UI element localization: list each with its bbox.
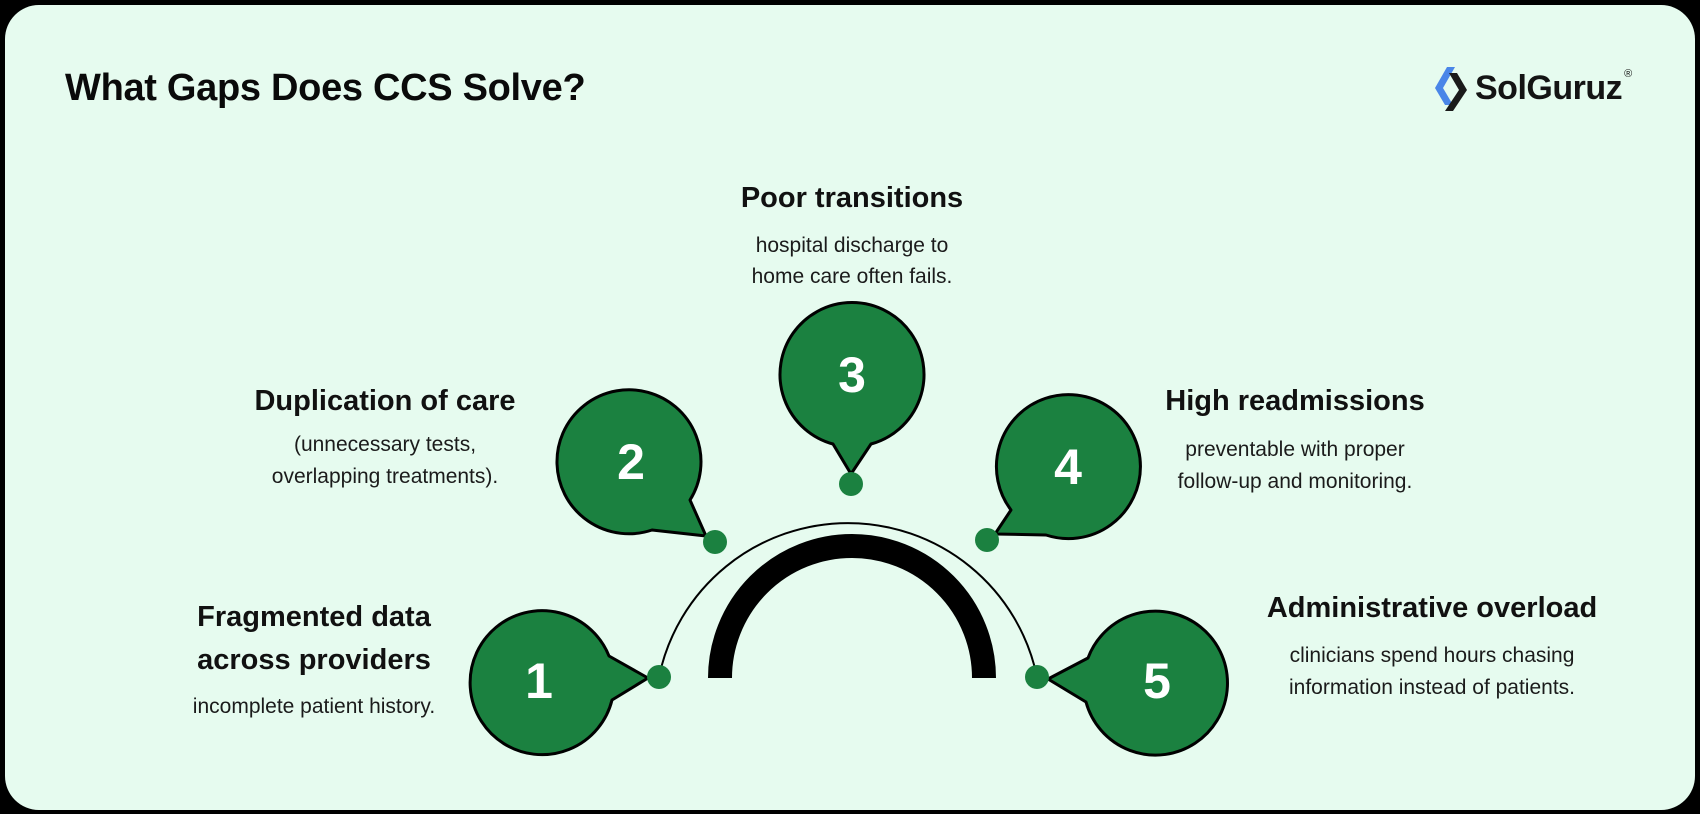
item-5-title: Administrative overload (1266, 592, 1598, 624)
connector-dot-2 (703, 530, 727, 554)
bubble-4: 4 (993, 393, 1142, 541)
item-3-desc-line-1: hospital discharge to (755, 234, 949, 257)
solguruz-logo: SolGuruz ® (1433, 63, 1632, 113)
item-2-desc-line-2: overlapping treatments). (271, 465, 499, 488)
connector-dot-4 (975, 528, 999, 552)
bubble-3: 3 (778, 301, 926, 476)
bubble-2: 2 (555, 388, 708, 538)
connector-dot-5 (1025, 665, 1049, 689)
item-3-desc-line-2: home care often fails. (751, 265, 953, 288)
bubble-5: 5 (1046, 609, 1229, 757)
bubble-number-4: 4 (1054, 439, 1082, 495)
item-4-desc-line-2: follow-up and monitoring. (1177, 470, 1413, 493)
connector-dot-3 (839, 472, 863, 496)
connector-arc (658, 522, 1038, 678)
item-4-title: High readmissions (1165, 385, 1425, 417)
item-3-title: Poor transitions (740, 182, 964, 214)
infographic-card: What Gaps Does CCS Solve? SolGuruz ® 1 2… (5, 5, 1695, 810)
item-4-desc-line-1: preventable with proper (1185, 438, 1405, 461)
registered-mark: ® (1624, 68, 1633, 80)
item-1-title-line-2: across providers (197, 644, 431, 676)
page-title: What Gaps Does CCS Solve? (65, 67, 586, 109)
solguruz-logo-icon (1435, 67, 1467, 111)
logo-text: SolGuruz (1475, 68, 1623, 107)
item-5-desc-line-1: clinicians spend hours chasing (1289, 644, 1575, 667)
center-arch (708, 534, 996, 679)
item-1-title-line-1: Fragmented data (197, 601, 431, 633)
item-2-title: Duplication of care (254, 385, 516, 417)
item-2-desc-line-1: (unnecessary tests, (293, 433, 477, 456)
item-1-desc: incomplete patient history. (192, 695, 436, 718)
bubble-number-1: 1 (525, 653, 553, 709)
bubble-number-5: 5 (1143, 653, 1171, 709)
item-5-desc-line-2: information instead of patients. (1288, 676, 1576, 699)
arc-diagram: 1 2 3 4 5 (468, 301, 1229, 757)
connector-dot-1 (647, 665, 671, 689)
bubble-1: 1 (468, 609, 650, 757)
bubble-number-2: 2 (617, 434, 645, 490)
bubble-number-3: 3 (838, 347, 866, 403)
